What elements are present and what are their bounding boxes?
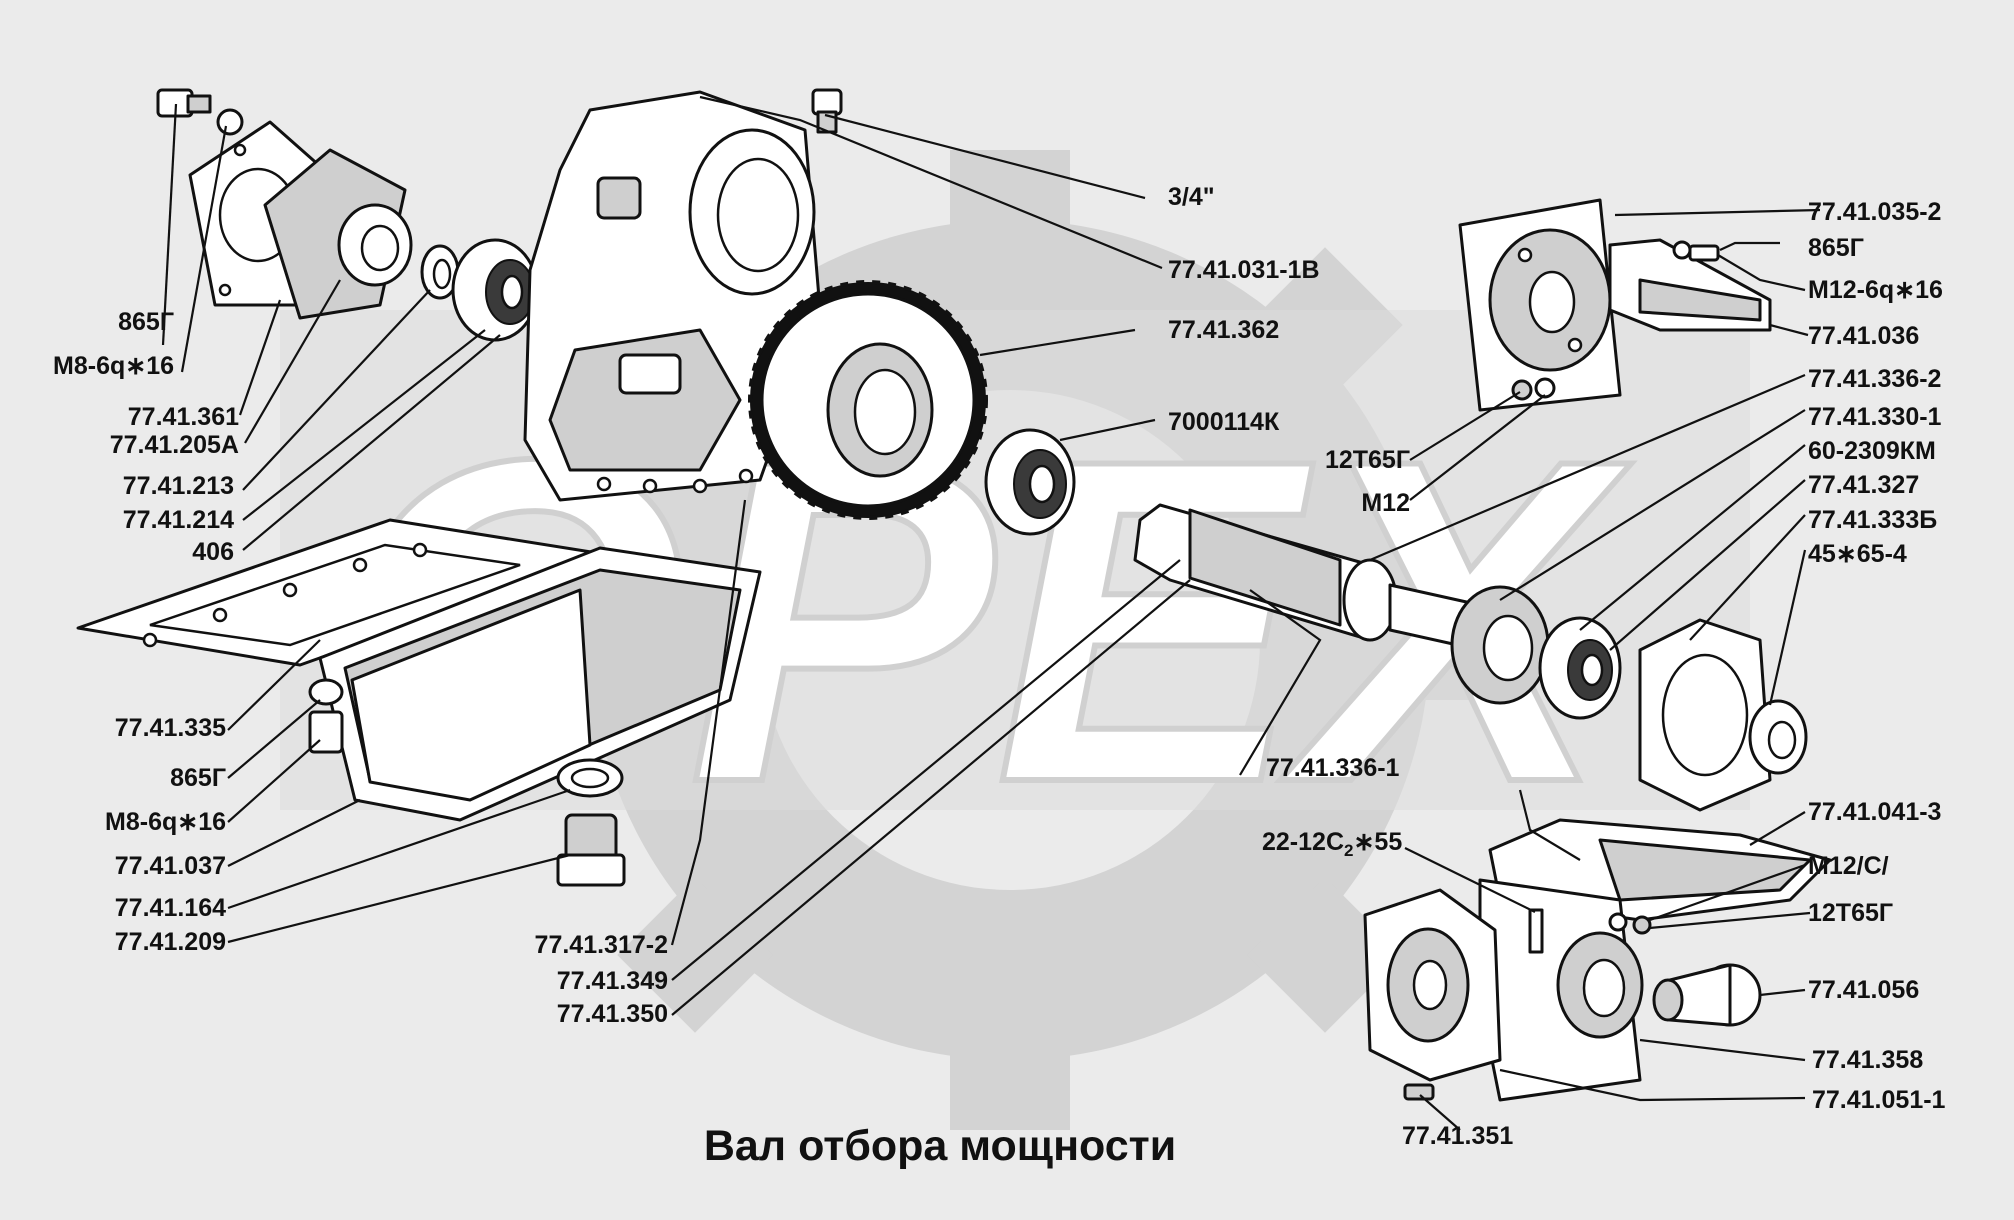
- nut-m12-lower: [1608, 912, 1628, 932]
- label-77-41-336-1: 77.41.336-1: [1266, 754, 1400, 782]
- bearing-406: [451, 238, 539, 342]
- leader-lines: [161, 95, 1821, 1131]
- bearing-60-2309km: [1538, 616, 1622, 720]
- washer-12t65g-upper: [1534, 377, 1556, 399]
- label-77-41-327: 77.41.327: [1808, 471, 1920, 499]
- pan-gasket: [76, 518, 612, 667]
- label-77-41-361: 77.41.361: [127, 403, 239, 431]
- label-77-41-214: 77.41.214: [122, 506, 234, 534]
- label-77-41-035-2: 77.41.035-2: [1808, 198, 1942, 226]
- housing-051-1: [1478, 878, 1644, 1102]
- plug-3-4: [811, 88, 843, 134]
- label-77-41-037: 77.41.037: [114, 852, 226, 880]
- label-m8-6q16-bottom: М8-6q∗16: [105, 808, 226, 836]
- label-m12-top: М12: [1361, 489, 1410, 517]
- bolt-m8-upper: [156, 88, 212, 118]
- label-77-41-051-1: 77.41.051-1: [1812, 1086, 1946, 1114]
- label-77-41-351: 77.41.351: [1402, 1122, 1514, 1150]
- main-housing: [523, 90, 822, 502]
- label-77-41-036: 77.41.036: [1808, 322, 1920, 350]
- oil-pan: [318, 546, 762, 822]
- label-22-12c2x55-main: 22-12С: [1262, 828, 1344, 856]
- label-22-12c2x55-sub: 2: [1344, 841, 1354, 860]
- cover-333b: [1638, 618, 1772, 812]
- label-77-41-209: 77.41.209: [114, 928, 226, 956]
- seal-45x65: [1748, 699, 1808, 775]
- cap-056: [1652, 963, 1762, 1027]
- label-77-41-213: 77.41.213: [122, 472, 234, 500]
- label-m12-c: М12/С/: [1808, 852, 1889, 880]
- label-77-41-336-2: 77.41.336-2: [1808, 365, 1942, 393]
- label-60-2309km: 60-2309КМ: [1808, 437, 1936, 465]
- diagram-title: Вал отбора мощности: [703, 1122, 1177, 1170]
- gear-77-41-362: [748, 280, 988, 520]
- pin-22-12: [1528, 908, 1544, 954]
- label-77-41-330-1: 77.41.330-1: [1808, 403, 1942, 431]
- label-m8-6q16-top: М8-6q∗16: [53, 352, 174, 380]
- label-865g-top: 865Г: [118, 308, 174, 336]
- label-77-41-362: 77.41.362: [1168, 316, 1280, 344]
- label-77-41-041-3: 77.41.041-3: [1808, 798, 1942, 826]
- label-7000114k: 7000114К: [1168, 408, 1280, 436]
- label-77-41-358: 77.41.358: [1812, 1046, 1924, 1074]
- label-77-41-056: 77.41.056: [1808, 976, 1920, 1004]
- label-12t65g-bottom: 12Т65Г: [1808, 899, 1894, 927]
- label-865g-bottom: 865Г: [170, 764, 226, 792]
- label-22-12c2x55-end: ∗55: [1353, 828, 1403, 856]
- nut-m12-upper: [1511, 379, 1533, 401]
- label-406: 406: [192, 538, 234, 566]
- drain-plug-209: [556, 813, 626, 887]
- label-3-4: 3/4": [1168, 183, 1215, 211]
- label-77-41-317-2: 77.41.317-2: [534, 931, 668, 959]
- cover-035-2: [1458, 198, 1622, 412]
- label-865g-right: 865Г: [1808, 234, 1864, 262]
- label-77-41-164: 77.41.164: [114, 894, 226, 922]
- label-45x65-4: 45∗65-4: [1808, 540, 1907, 568]
- label-77-41-350: 77.41.350: [556, 1000, 668, 1028]
- shield-036: [1608, 238, 1772, 332]
- label-12t65g-top: 12Т65Г: [1324, 446, 1410, 474]
- bolt-m12-upper: [1672, 240, 1720, 262]
- label-22-12c2x55: 22-12С2∗55: [1262, 828, 1402, 865]
- seal-ring-164: [556, 758, 624, 798]
- washer-12t65g-lower: [1632, 915, 1652, 935]
- bearing-7000114k: [984, 428, 1076, 536]
- washer-865g-upper: [216, 108, 244, 136]
- label-77-41-031-1v: 77.41.031-1В: [1168, 256, 1320, 284]
- coupling-336-2: [1450, 585, 1550, 705]
- label-m12-6q16: М12-6q∗16: [1808, 276, 1943, 304]
- label-77-41-205a: 77.41.205А: [109, 431, 239, 459]
- label-77-41-333b: 77.41.333Б: [1808, 506, 1938, 534]
- flange-351: [1363, 888, 1502, 1082]
- key-351: [1403, 1083, 1435, 1101]
- label-77-41-335: 77.41.335: [114, 714, 226, 742]
- bearing-cover: [263, 148, 413, 320]
- label-77-41-349: 77.41.349: [556, 967, 668, 995]
- washer-865g-pan: [308, 678, 344, 706]
